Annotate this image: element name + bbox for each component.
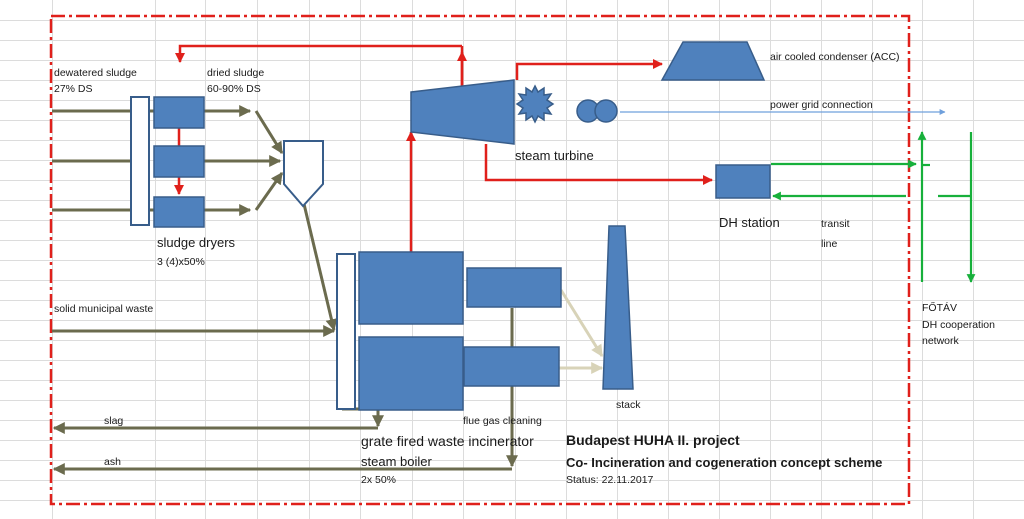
dewatered-ds-label: 27% DS (54, 83, 93, 95)
slag-label: slag (104, 415, 124, 427)
status-label: Status: 22.11.2017 (566, 474, 654, 486)
flue-gas-cleaning-2 (463, 346, 560, 387)
transformer-coil-2 (594, 99, 618, 123)
district-heating-lines (771, 131, 976, 283)
sludge-dryer-2 (153, 145, 205, 178)
boiler-1 (358, 251, 464, 325)
stack-label: stack (616, 399, 641, 411)
flue-gas-flows (559, 289, 604, 374)
sludge-dryers-label: sludge dryers (157, 235, 236, 250)
grate-fired-label: grate fired waste incinerator (361, 433, 534, 449)
boiler-2 (358, 336, 464, 411)
equipment (130, 41, 771, 411)
dh-station-label: DH station (719, 215, 780, 230)
generator-icon (515, 84, 555, 124)
air-cooled-condenser-shape (660, 41, 766, 81)
flue-gas-cleaning-1 (466, 267, 562, 308)
fotav-label: FŐTÁV (922, 302, 958, 314)
dewatered-sludge-label: dewatered sludge (54, 67, 137, 79)
transit-label: transit (821, 218, 850, 230)
acc-label: air cooled condenser (ACC) (770, 51, 900, 63)
sludge-dryers-count-label: 3 (4)x50% (157, 256, 205, 268)
line-label: line (821, 238, 838, 250)
ash-label: ash (104, 456, 121, 468)
boiler-feed-chute (336, 253, 356, 410)
stack (602, 225, 634, 390)
steam-turbine-label: steam turbine (515, 148, 594, 163)
sludge-dryer-1 (153, 96, 205, 129)
dried-ds-label: 60-90% DS (207, 83, 261, 95)
project-boundary (49, 14, 911, 506)
solid-waste-label: solid municipal waste (54, 303, 154, 315)
steam-boiler-label: steam boiler (361, 454, 432, 469)
network-label: network (922, 335, 959, 347)
steam-turbine-body (410, 79, 515, 145)
boiler-count-label: 2x 50% (361, 474, 397, 486)
sludge-silo (283, 140, 324, 208)
dh-cooperation-label: DH cooperation (922, 319, 995, 331)
sludge-dryer-3 (153, 196, 205, 228)
material-flows (52, 105, 518, 475)
dried-sludge-label: dried sludge (207, 67, 265, 79)
scheme-subtitle: Co- Incineration and cogeneration concep… (566, 455, 883, 470)
dh-station-box (715, 164, 771, 199)
sludge-inlet-manifold (130, 96, 150, 226)
project-title: Budapest HUHA II. project (566, 432, 740, 448)
power-grid-label: power grid connection (770, 99, 873, 111)
flue-gas-cleaning-label: flue gas cleaning (463, 415, 542, 427)
